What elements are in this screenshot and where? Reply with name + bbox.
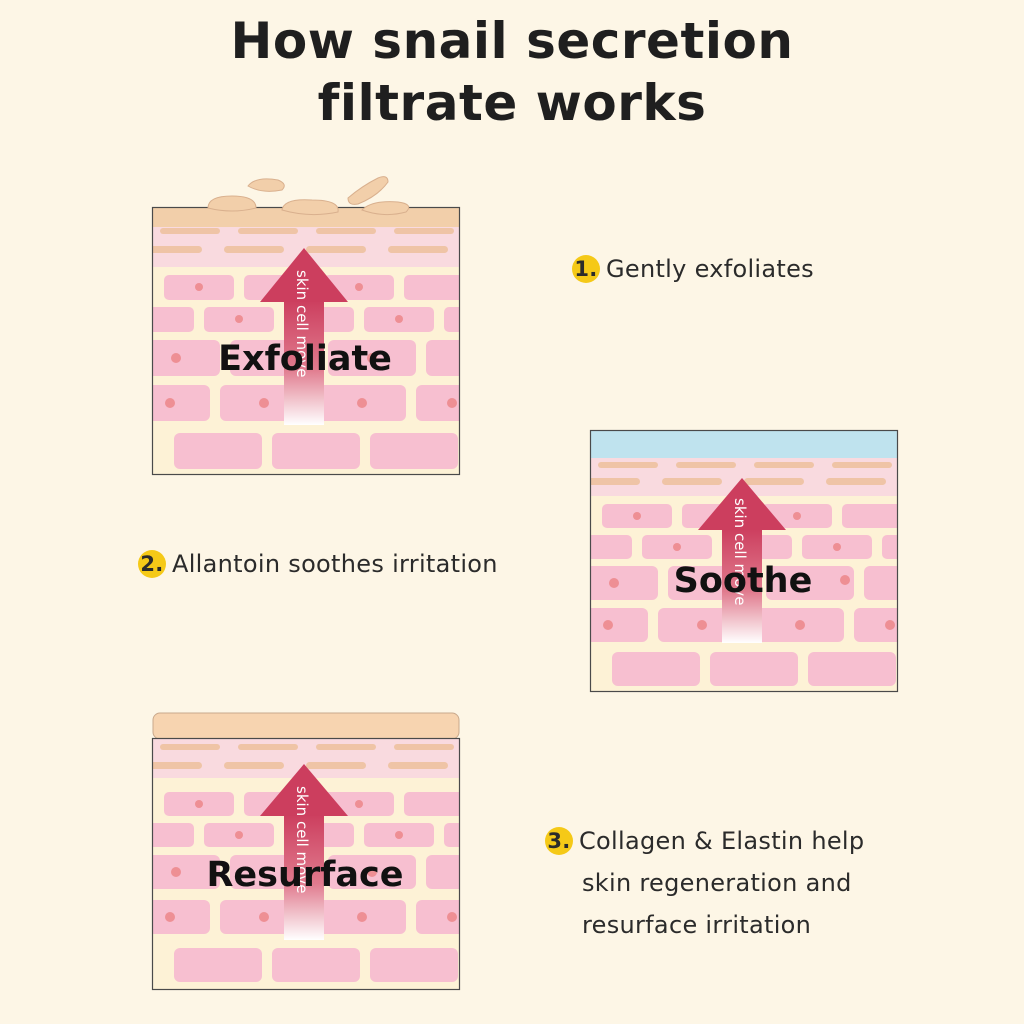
exfoliate-label: Exfoliate xyxy=(218,339,392,379)
soothe-diagram: skin cell move Soothe xyxy=(589,429,899,693)
smooth-top-layer xyxy=(152,712,460,740)
skin-cell-move-arrow: skin cell move xyxy=(260,248,348,425)
step-text-line-3: resurface irritation xyxy=(582,911,812,939)
step-text: Gently exfoliates xyxy=(606,255,814,283)
title-line-2: filtrate works xyxy=(317,74,707,132)
title-line-1: How snail secretion xyxy=(230,12,794,70)
soothe-label: Soothe xyxy=(674,561,813,601)
arrow-label: skin cell move xyxy=(731,498,749,605)
step-1: 1.Gently exfoliates xyxy=(572,248,814,290)
step-text: Allantoin soothes irritation xyxy=(172,550,498,578)
soothe-panel: skin cell move Soothe xyxy=(589,429,900,695)
step-number-badge: 3. xyxy=(545,827,573,855)
resurface-panel: skin cell move Resurface xyxy=(151,712,462,994)
arrow-label: skin cell move xyxy=(293,786,311,893)
skin-cell-move-arrow: skin cell move xyxy=(260,764,348,940)
step-2: 2.Allantoin soothes irritation xyxy=(138,543,498,585)
arrow-label: skin cell move xyxy=(293,270,311,377)
page-title: How snail secretion filtrate works xyxy=(0,10,1024,134)
resurface-label: Resurface xyxy=(206,855,403,895)
skin-cell-move-arrow: skin cell move xyxy=(698,478,786,643)
exfoliate-panel: skin cell move Exfoliate xyxy=(151,170,462,480)
step-text-line-1: Collagen & Elastin help xyxy=(579,827,865,855)
resurface-diagram: skin cell move Resurface xyxy=(151,712,461,991)
step-text-line-2: skin regeneration and xyxy=(582,869,852,897)
moisture-layer xyxy=(590,430,898,458)
exfoliate-diagram: skin cell move Exfoliate xyxy=(151,176,461,476)
step-number-badge: 1. xyxy=(572,255,600,283)
dead-skin-flakes xyxy=(207,176,410,216)
step-3: 3.Collagen & Elastin help skin regenerat… xyxy=(545,820,864,946)
step-number-badge: 2. xyxy=(138,550,166,578)
